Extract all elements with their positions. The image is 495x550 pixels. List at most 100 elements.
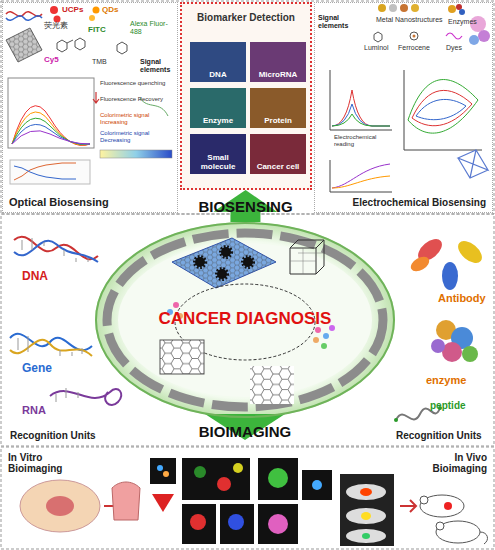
antibody-structure [454,237,486,267]
node-label: Biomarker Detection [186,12,306,23]
optical-illustration [12,106,90,146]
annotation-label: Signal elements [140,58,176,73]
gene-helix [10,334,92,356]
annotation-label: DNA [22,270,48,283]
rna-strand [56,388,78,402]
node-label: In Vitro Bioimaging [8,452,72,474]
electrochemical-illustration [478,30,490,42]
nanomaterial-illustration [160,340,204,374]
enzyme-structure [442,342,462,362]
gene-helix [18,336,82,356]
nanomaterial-illustration [195,257,205,267]
arrow-label: BIOSENSING [198,198,292,215]
node-label: CANCER DIAGNOSIS [95,310,395,329]
gene-helix [10,340,92,356]
optical-illustration [75,38,85,50]
annotation-label: enzyme [426,374,466,386]
electrochemical-illustration [332,164,390,188]
fluorescence-images [233,463,243,473]
annotation-label: QDs [102,6,118,15]
annotation-label: Gene [22,362,52,375]
annotation-label: Colorimetric signal Increasing [100,112,172,125]
node-label: In Vivo Bioimaging [423,452,487,474]
diagnosis-ellipse: CANCER DIAGNOSIS [95,222,395,418]
node-label: MicroRNA [250,71,306,80]
electrochemical-illustration [404,70,482,150]
optical-illustration [50,6,58,14]
in-vitro-illustration [46,496,74,516]
electrochemical-illustration [411,4,419,12]
fluorescence-images [150,458,176,484]
electrochemical-illustration [389,4,397,12]
electrochemical-illustration [330,160,392,192]
in-vivo-illustration [400,500,416,512]
antibody-structure [442,262,458,290]
annotation-label: Signal elements [318,14,358,29]
antibody-structure [408,235,486,290]
electrochemical-illustration [416,99,466,119]
in-vitro-illustration [20,480,140,532]
electrochemical-illustration [413,35,416,38]
fluorescence-images [182,504,216,544]
dna-helix [14,241,98,262]
annotation-label: RNA [22,404,46,416]
dna-helix [14,237,98,262]
annotation-label: Recognition Units [396,430,482,441]
node-label: Small molecule [190,154,246,172]
optical-illustration [12,131,90,144]
electrochemical-illustration [412,90,472,125]
annotation-label: 荧光素 [44,22,68,31]
ring-illustration [95,222,395,418]
annotation-label: peptide [430,400,466,411]
optical-illustration [12,112,90,145]
electrochemical-illustration [400,4,408,12]
biomarker-tile: Protein [250,88,306,128]
fluorescence-images [302,470,332,500]
electrochemical-illustration [330,70,392,130]
electrochemical-illustration [410,32,418,40]
nanomaterial-illustration [172,238,276,288]
node-label: Optical Biosensing [9,196,109,208]
nanomaterial-illustration [221,247,231,257]
annotation-label: Antibody [438,292,486,304]
electrochemical-illustration [408,80,478,134]
in-vivo-illustration [436,522,444,530]
annotation-label: TMB [92,58,107,66]
section-frame [1,214,494,446]
nanomaterial-illustration [250,366,294,404]
nanomaterial-illustration [172,238,276,288]
electrochemical-illustration [332,114,390,126]
rna-strand [50,389,121,405]
in-vivo-illustration [340,474,487,546]
annotation-label: Dyes [446,44,462,52]
electrochemical-illustration [456,4,462,10]
fluorescence-images [258,458,298,500]
biomarker-tile: DNA [190,42,246,82]
annotation-label: Metal Nanostructures [376,16,443,24]
nanomaterial-illustration [323,333,329,339]
nanomaterial-illustration [290,248,324,274]
antibody-structure [408,254,431,274]
annotation-label: FITC [88,26,106,35]
optical-illustration [8,78,94,148]
nanomaterial-illustration [217,269,227,279]
enzyme-structure [462,346,478,362]
optical-illustration [10,160,90,184]
annotation-label: Luminol [364,44,389,52]
annotation-label: Cy5 [44,56,59,65]
optical-illustration [6,28,42,62]
optical-illustration [14,163,76,180]
in-vivo-illustration [420,495,464,517]
electrochemical-illustration [330,4,490,192]
biomarker-tile: Small molecule [190,134,246,174]
rna-strand [50,388,121,405]
biomarker-tile: Cancer cell [250,134,306,174]
in-vitro-illustration [20,480,100,532]
in-vivo-panel: In Vivo Bioimaging [340,448,493,548]
node-label: Cancer cell [250,163,306,172]
section-frame [1,1,494,214]
fluorescence-images [312,480,322,490]
biomarker-tile: Enzyme [190,88,246,128]
electrochemical-illustration [332,176,390,188]
in-vivo-illustration [346,508,386,524]
